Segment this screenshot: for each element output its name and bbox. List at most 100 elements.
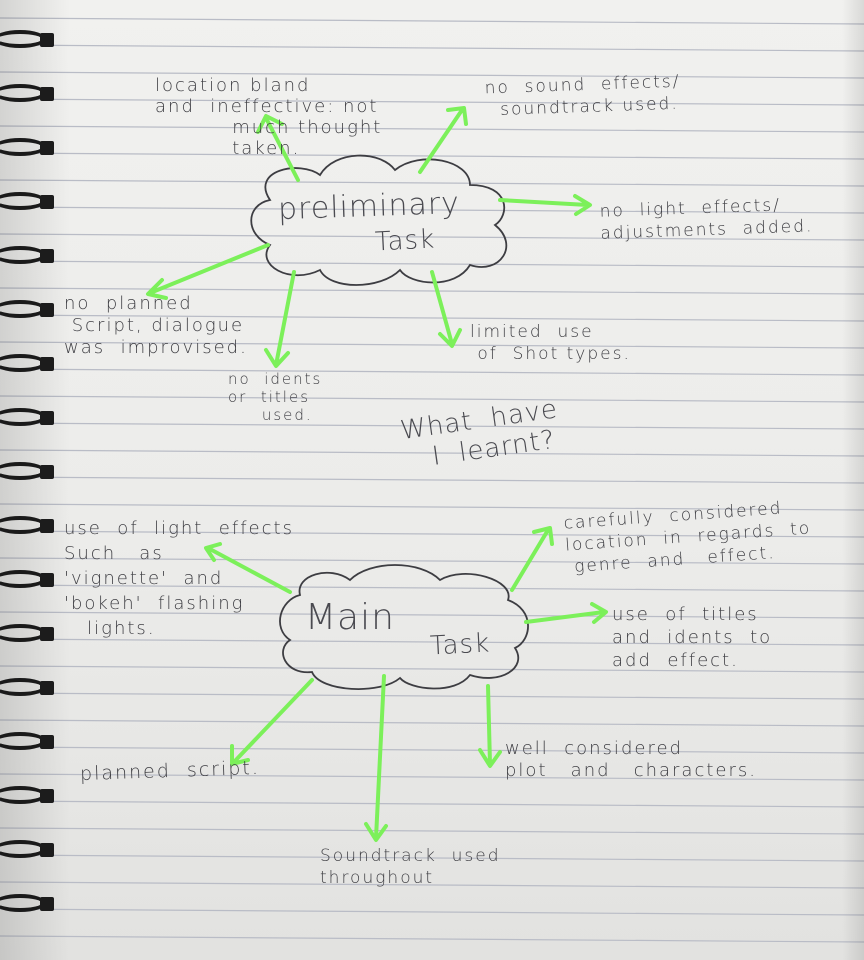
main-subtitle: Task <box>429 628 491 662</box>
note-prelim-location: location bland and ineffective: not much… <box>155 75 383 159</box>
punch-hole <box>40 87 54 101</box>
rule-line <box>0 854 864 862</box>
rule-line <box>0 368 864 376</box>
binding-ring <box>0 242 62 270</box>
binding-ring <box>0 134 62 162</box>
punch-hole <box>40 789 54 803</box>
binding-ring <box>0 350 62 378</box>
punch-hole <box>40 33 54 47</box>
punch-hole <box>40 303 54 317</box>
main-title: Main <box>305 597 395 638</box>
arrow-main-soundtrack <box>364 674 388 842</box>
rule-line <box>0 17 864 25</box>
note-main-titles: use of titles and idents to add effect. <box>612 604 773 671</box>
binding-ring <box>0 512 62 540</box>
punch-hole <box>40 141 54 155</box>
preliminary-cloud <box>250 154 508 286</box>
binding-ring <box>0 782 62 810</box>
note-main-plot: well considered plot and characters. <box>505 738 757 781</box>
rule-line <box>0 719 864 727</box>
rule-line <box>0 71 864 79</box>
punch-hole <box>40 627 54 641</box>
punch-hole <box>40 411 54 425</box>
punch-hole <box>40 465 54 479</box>
punch-hole <box>40 681 54 695</box>
punch-hole <box>40 519 54 533</box>
rule-line <box>0 314 864 322</box>
rule-line <box>0 260 864 268</box>
rule-line <box>0 638 864 646</box>
rule-line <box>0 476 864 484</box>
highlighter-arrows <box>146 106 608 842</box>
binding-ring <box>0 80 62 108</box>
rule-line <box>0 179 864 187</box>
rule-line <box>0 422 864 430</box>
arrow-prelim-shots <box>430 270 462 348</box>
punch-hole <box>40 195 54 209</box>
page-edge-shadow <box>842 0 864 960</box>
binding-ring <box>0 26 62 54</box>
rule-line <box>0 692 864 700</box>
note-main-soundtrack: Soundtrack used throughout <box>320 846 501 888</box>
punch-hole <box>40 897 54 911</box>
arrow-main-location <box>510 526 554 592</box>
binding-ring <box>0 728 62 756</box>
rule-line <box>0 530 864 538</box>
binding-ring <box>0 674 62 702</box>
rule-line <box>0 827 864 835</box>
rule-line <box>0 287 864 295</box>
arrow-prelim-sound <box>418 106 468 174</box>
rule-line <box>0 584 864 592</box>
binding-ring <box>0 566 62 594</box>
arrow-main-titles <box>524 602 608 624</box>
binding-ring <box>0 836 62 864</box>
preliminary-title: preliminary <box>277 185 461 228</box>
rule-line <box>0 557 864 565</box>
preliminary-subtitle: Task <box>374 224 436 258</box>
arrow-prelim-location <box>256 114 300 182</box>
rule-line <box>0 611 864 619</box>
note-prelim-script: no planned Script, dialogue was improvis… <box>64 293 248 358</box>
rule-line <box>0 233 864 241</box>
arrow-prelim-idents <box>264 270 296 368</box>
rule-line <box>0 800 864 808</box>
binding-ring <box>0 404 62 432</box>
note-main-light: use of light effects Such as 'vignette' … <box>64 518 294 639</box>
arrow-main-plot <box>478 684 502 768</box>
punch-hole <box>40 573 54 587</box>
binding-ring <box>0 620 62 648</box>
spiral-binding <box>0 0 70 960</box>
note-prelim-shots: limited use of Shot types. <box>470 322 631 364</box>
binding-ring <box>0 890 62 918</box>
note-prelim-sound: no sound effects/ soundtrack used. <box>484 71 681 121</box>
punch-hole <box>40 843 54 857</box>
punch-hole <box>40 357 54 371</box>
rule-line <box>0 908 864 916</box>
arrow-prelim-script <box>146 243 270 300</box>
rule-line <box>0 881 864 889</box>
rule-line <box>0 503 864 511</box>
rule-line <box>0 341 864 349</box>
binding-ring <box>0 188 62 216</box>
binding-ring <box>0 458 62 486</box>
rule-line <box>0 935 864 943</box>
main-cloud <box>279 564 529 690</box>
punch-hole <box>40 249 54 263</box>
arrow-main-script <box>230 678 314 766</box>
rule-line <box>0 449 864 457</box>
punch-hole <box>40 735 54 749</box>
note-prelim-light: no light effects/ adjustments added. <box>599 195 814 244</box>
rule-line <box>0 44 864 52</box>
rule-line <box>0 125 864 133</box>
rule-line <box>0 98 864 106</box>
arrow-prelim-light <box>498 194 592 216</box>
rule-line <box>0 746 864 754</box>
rule-line <box>0 206 864 214</box>
binding-ring <box>0 296 62 324</box>
rule-line <box>0 665 864 673</box>
note-prelim-idents: no idents or titles used. <box>228 370 323 424</box>
arrow-main-light <box>204 542 292 594</box>
